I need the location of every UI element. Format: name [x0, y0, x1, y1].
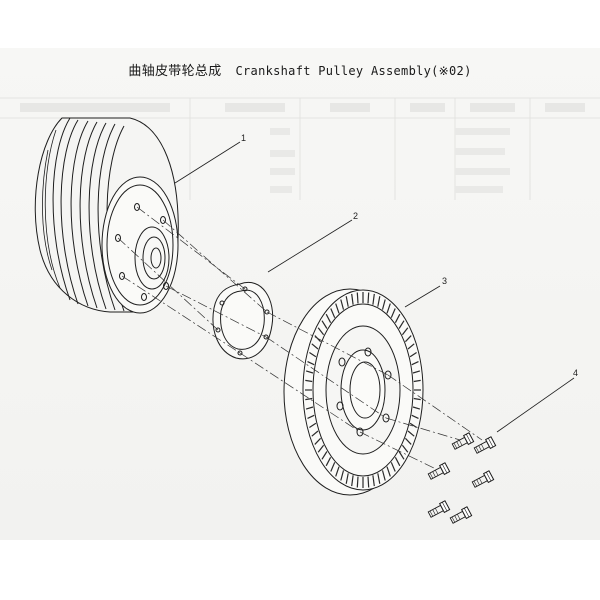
callout-number-3: 3: [442, 276, 448, 286]
callout-number-4: 4: [573, 368, 579, 378]
ring-tooth: [377, 296, 381, 307]
ring-tooth: [307, 414, 315, 419]
damper-ring: [283, 288, 424, 496]
leader-lines: [174, 141, 575, 433]
alignment-centerlines: [117, 206, 483, 471]
ring-tooth: [386, 466, 391, 477]
ring-tooth: [307, 361, 315, 366]
ring-tooth: [381, 470, 386, 481]
ring-tooth: [407, 343, 415, 350]
ring-tooth: [305, 397, 313, 401]
ring-tooth: [398, 451, 405, 460]
ring-tooth: [367, 292, 370, 304]
callout-number-2: 2: [353, 211, 359, 221]
ring-tooth: [411, 361, 419, 366]
ring-tooth: [407, 430, 415, 437]
ring-tooth: [412, 370, 421, 374]
faint-table-header: [0, 97, 600, 200]
ring-tooth: [356, 292, 359, 304]
bolt: [427, 500, 451, 518]
ring-tooth: [345, 473, 349, 484]
ring-tooth: [386, 303, 391, 314]
ring-tooth: [356, 476, 359, 488]
ring-tooth: [381, 299, 386, 310]
ring-tooth: [390, 462, 396, 472]
ring-tooth: [330, 308, 336, 318]
ring-tooth: [404, 335, 412, 343]
ring-tooth: [311, 430, 319, 437]
ring-tooth: [351, 293, 354, 305]
ring-tooth: [325, 457, 332, 467]
ring-tooth: [409, 351, 417, 358]
ring-tooth: [309, 422, 317, 429]
ring-tooth: [394, 457, 401, 467]
ring-tooth: [411, 414, 419, 419]
bolt-group: [427, 432, 497, 524]
ring-tooth: [372, 293, 375, 305]
callout-number-1: 1: [241, 133, 247, 143]
ring-tooth: [321, 320, 328, 329]
ring-tooth: [340, 470, 345, 481]
ring-tooth: [325, 313, 332, 323]
ring-tooth: [321, 451, 328, 460]
ring-tooth: [377, 473, 381, 484]
ring-tooth: [314, 437, 322, 445]
ring-tooth: [317, 444, 325, 453]
bolt: [473, 436, 497, 454]
ring-tooth: [305, 379, 313, 383]
ring-tooth: [409, 422, 417, 429]
bolt: [449, 506, 473, 524]
bolt: [471, 470, 495, 488]
ring-tooth: [335, 466, 340, 477]
title-chinese: 曲轴皮带轮总成: [128, 64, 222, 79]
ring-tooth: [309, 351, 317, 358]
ring-tooth: [367, 476, 370, 488]
ring-tooth: [335, 303, 340, 314]
bolt: [427, 462, 451, 480]
ring-tooth: [372, 475, 375, 487]
ring-tooth: [305, 406, 314, 410]
ring-tooth: [394, 313, 401, 323]
gasket-plate: [212, 281, 274, 360]
ring-tooth: [413, 397, 421, 401]
ring-tooth: [345, 296, 349, 307]
ring-tooth: [317, 327, 325, 336]
ring-tooth: [412, 406, 421, 410]
crankshaft-pulley: [34, 117, 179, 314]
ring-tooth: [311, 343, 319, 350]
ring-tooth: [401, 327, 409, 336]
ring-tooth: [330, 462, 336, 472]
ring-tooth: [340, 299, 345, 310]
ring-tooth: [390, 308, 396, 318]
ring-tooth: [413, 379, 421, 383]
ring-tooth: [305, 370, 314, 374]
title-english: Crankshaft Pulley Assembly(※02): [235, 64, 472, 78]
page-title: 曲轴皮带轮总成 Crankshaft Pulley Assembly(※02): [0, 60, 600, 79]
ring-tooth: [401, 444, 409, 453]
bolt: [451, 432, 475, 450]
ring-tooth: [398, 320, 405, 329]
ring-teeth: [305, 292, 421, 488]
ring-tooth: [351, 475, 354, 487]
ring-tooth: [404, 437, 412, 445]
